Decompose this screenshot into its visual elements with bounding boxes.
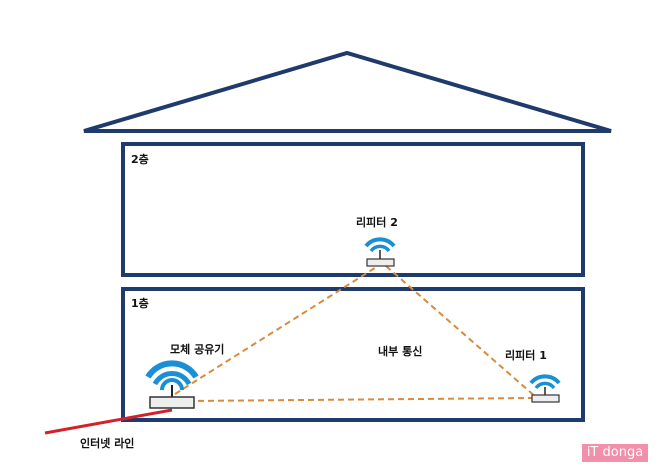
link-router-repeater1 [187, 397, 533, 402]
logo: iT donga [582, 444, 648, 462]
floor-1-label: 1층 [131, 297, 149, 310]
link-repeater2-repeater1 [385, 265, 538, 399]
floor-2-box [121, 142, 585, 277]
repeater2-label: 리피터 2 [356, 216, 398, 229]
repeater1-label: 리피터 1 [505, 349, 547, 362]
floor-1-box [121, 287, 585, 422]
floor-2-label: 2층 [131, 153, 149, 166]
wifi-repeater1-icon [529, 374, 561, 403]
roof [83, 50, 612, 133]
wifi-router-icon [145, 360, 199, 409]
link-router-repeater2 [174, 265, 379, 395]
internal-comm-label: 내부 통신 [378, 345, 423, 358]
wifi-repeater2-icon [364, 237, 396, 267]
internet-line-label: 인터넷 라인 [80, 437, 135, 450]
main-router-label: 모체 공유기 [170, 343, 225, 356]
internet-line [44, 408, 173, 435]
